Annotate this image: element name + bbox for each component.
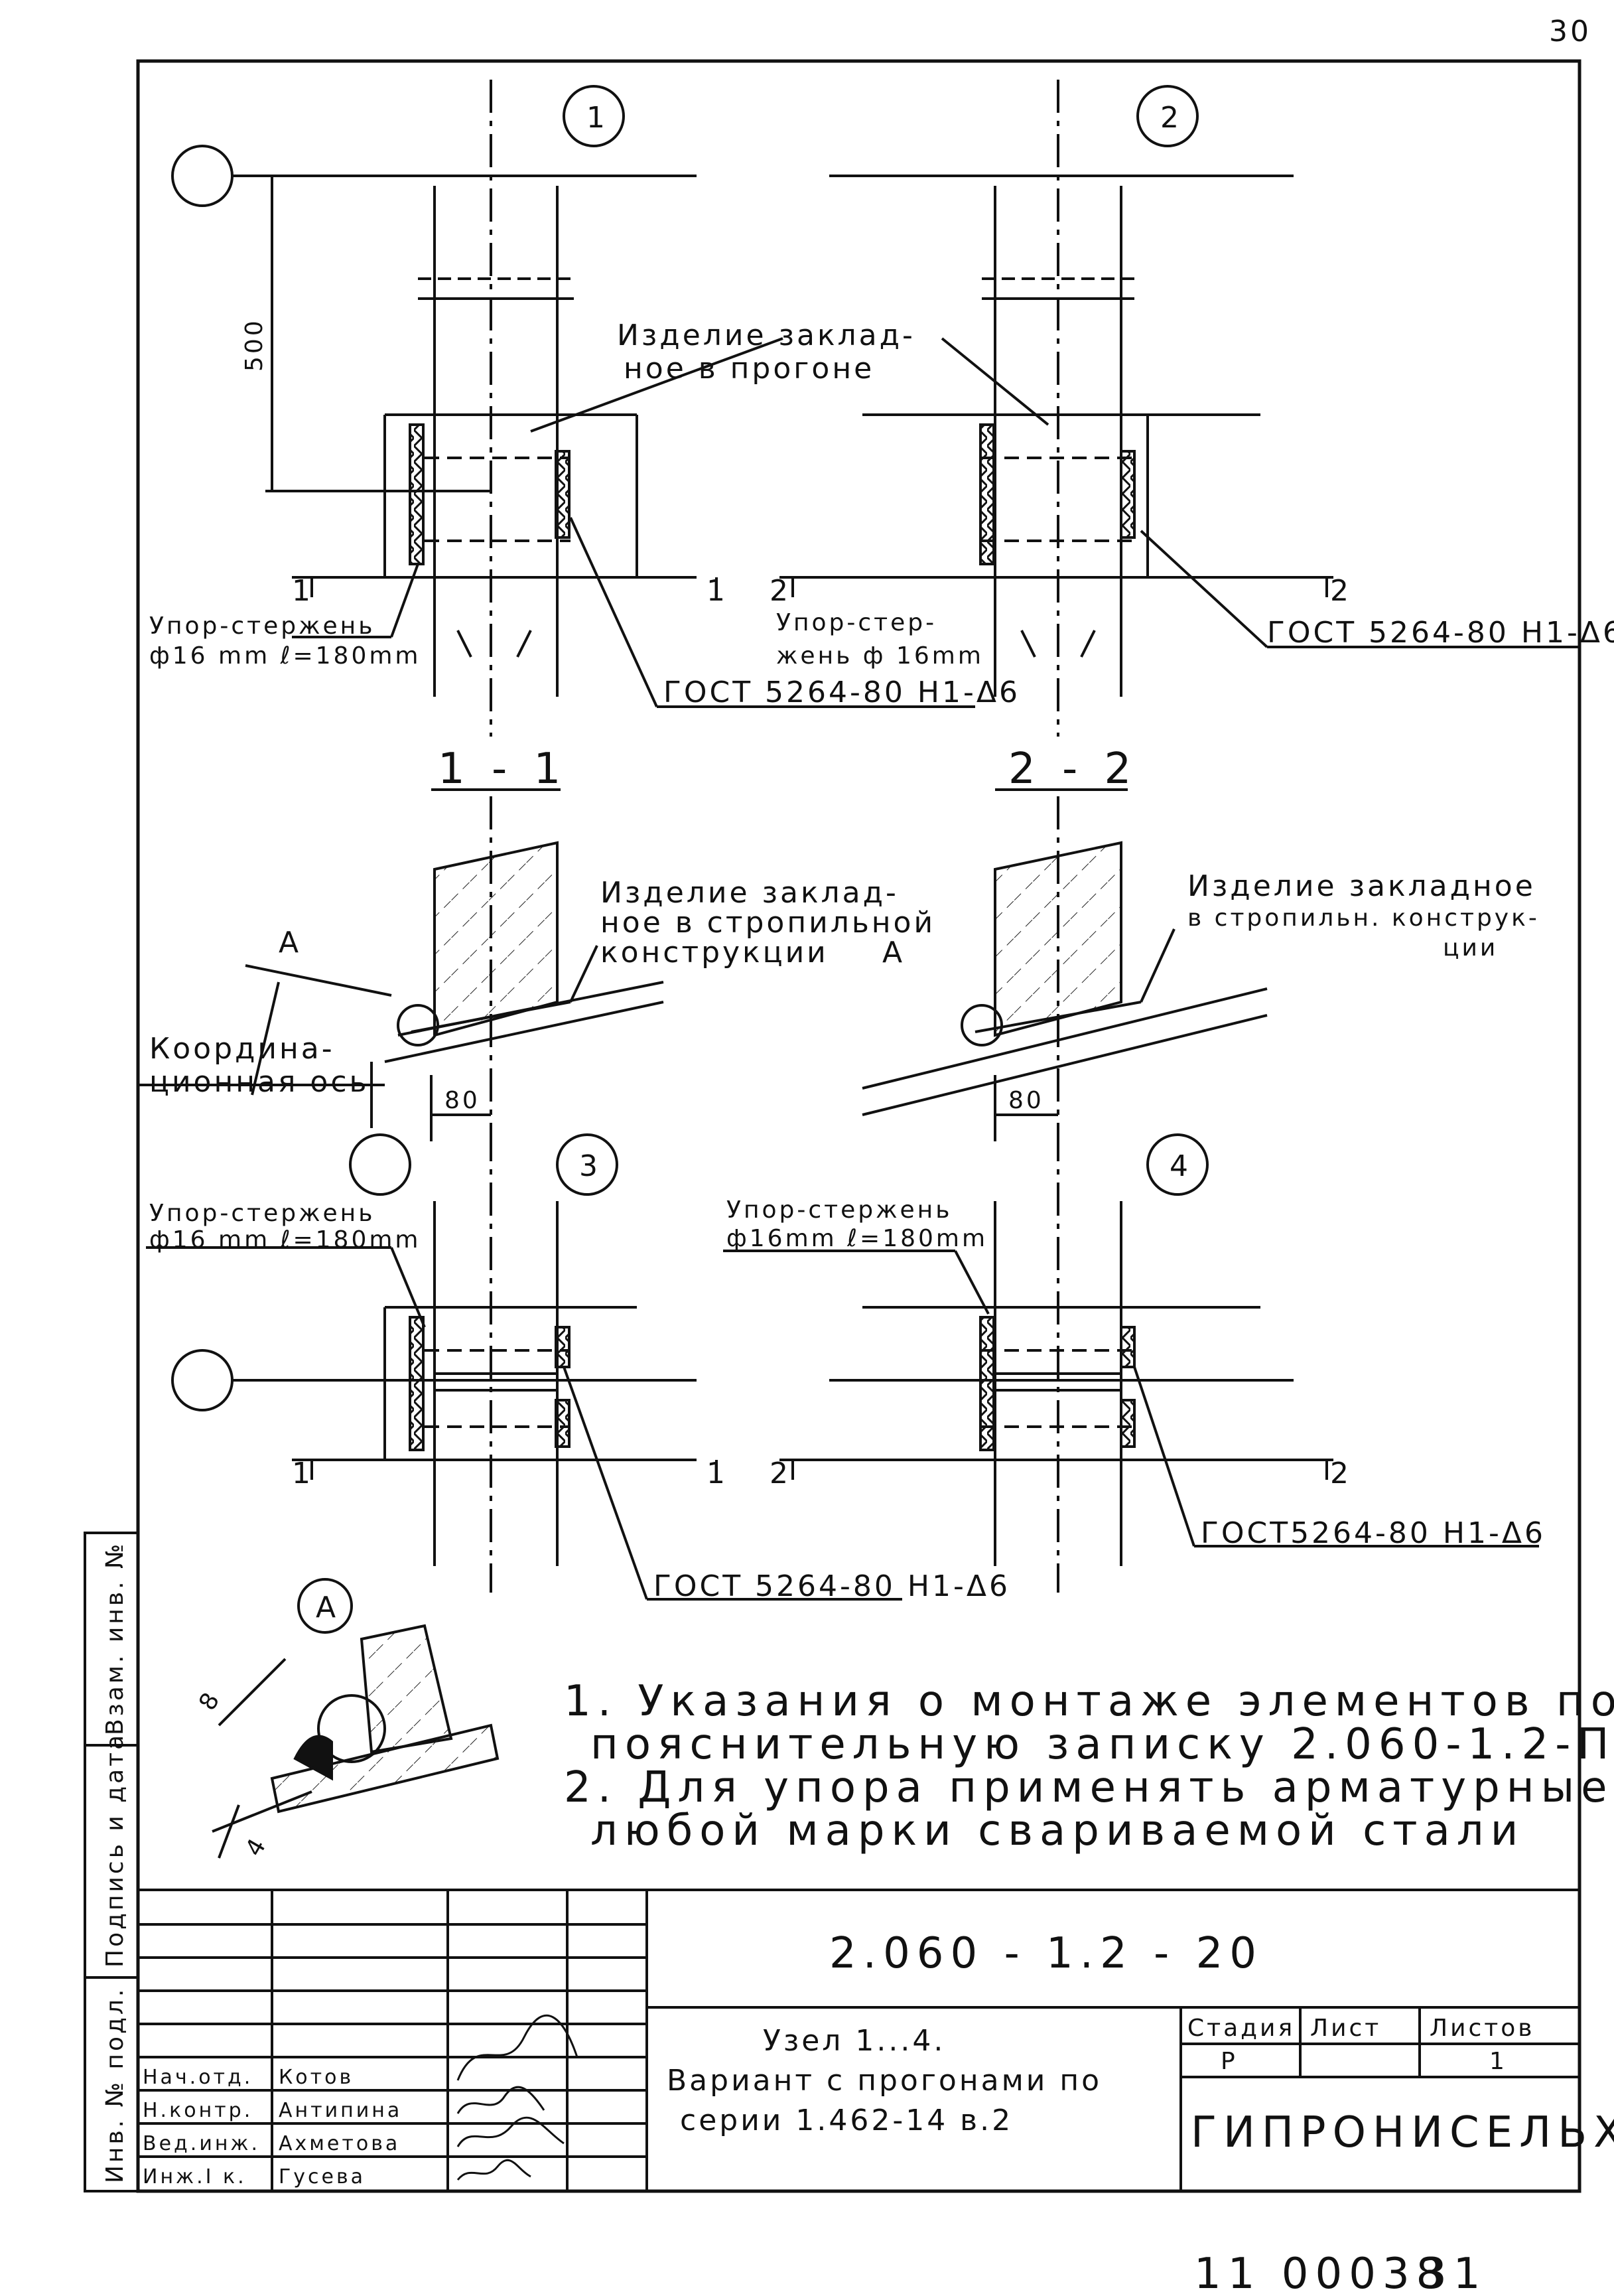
- sign-role-4: Инж.I к.: [143, 2165, 247, 2188]
- note-1-line-1: 1. Указания о монтаже элементов покрытия…: [564, 1677, 1614, 1726]
- section-1-1-embedded-2: ное в стропильной: [600, 906, 935, 940]
- node-3-stop-rod-1: Упор-стержень: [149, 1200, 375, 1227]
- section-2-2-dim-80: 80: [1008, 1087, 1044, 1114]
- node-3-gost: ГОСТ 5264-80 Н1-Δ6: [653, 1569, 1010, 1603]
- section-1-1-dim-80: 80: [444, 1087, 480, 1114]
- node-4-stop-rod-1: Упор-стержень: [726, 1196, 952, 1224]
- node-4-section-left: 2: [770, 1457, 791, 1490]
- node-3-marker: 3: [579, 1149, 600, 1183]
- note-2-line-1: 2. Для упора применять арматурные стержн…: [564, 1763, 1614, 1812]
- section-1-1-axis-2: ционная ось: [149, 1065, 369, 1099]
- node-1-stop-rod-1: Упор-стержень: [149, 612, 375, 640]
- section-2-2-embedded-2: в стропильн. конструк-: [1187, 904, 1540, 932]
- node-2-section-left: 2: [770, 574, 791, 608]
- sign-name-3: Ахметова: [279, 2132, 400, 2155]
- detail-a-dim-8: 8: [194, 1686, 226, 1715]
- handwritten-signatures: [456, 2014, 578, 2181]
- sheet-header: Лист: [1310, 2015, 1381, 2042]
- node-4-stop-rod-2: ф16mm ℓ=180mm: [726, 1225, 988, 1252]
- node-2: [779, 80, 1579, 737]
- stage-value: Р: [1221, 2048, 1238, 2075]
- node-1-marker: 1: [586, 101, 608, 135]
- node-1-section-left: 1: [292, 574, 313, 608]
- stage-header: Стадия: [1187, 2015, 1295, 2042]
- node-2-gost: ГОСТ 5264-80 Н1-Δ6: [1267, 616, 1614, 650]
- note-1-line-2: пояснительную записку 2.060-1.2-ПЗ.: [590, 1720, 1614, 1769]
- note-2-line-2: любой марки свариваемой стали: [590, 1806, 1524, 1855]
- sheet-number-top: 30: [1549, 15, 1591, 48]
- sign-name-4: Гусева: [279, 2165, 366, 2188]
- node-3: [146, 1128, 902, 1601]
- node-2-stop-rod-1: Упор-стер-: [776, 609, 937, 636]
- bottom-page: 31: [1420, 2250, 1487, 2296]
- title-block: [137, 1889, 1581, 2192]
- sign-role-2: Н.контр.: [143, 2099, 253, 2122]
- bottom-code: 11 00038: [1194, 2250, 1449, 2296]
- node-1-section-right: 1: [706, 574, 728, 608]
- section-2-2: [862, 788, 1268, 1141]
- section-2-2-embedded-1: Изделие закладное: [1187, 869, 1536, 903]
- detail-a-marker: А: [316, 1591, 338, 1624]
- node-1-dim-500: 500: [241, 318, 268, 372]
- node-1-stop-rod-2: ф16 mm ℓ=180mm: [149, 642, 421, 670]
- node-1-embedded-label-1: Изделие заклад-: [617, 319, 915, 352]
- stamp-signature-date: Подпись и дата: [101, 1733, 129, 1968]
- node-4: [723, 1128, 1539, 1593]
- sign-role-3: Вед.инж.: [143, 2132, 260, 2155]
- stamp-replace-inv: Взам. инв. №: [101, 1542, 129, 1735]
- node-4-marker: 4: [1170, 1149, 1191, 1183]
- stamp-inv-original: Инв. № подл.: [101, 1987, 129, 2183]
- sign-name-1: Котов: [279, 2066, 354, 2089]
- section-1-1: [139, 788, 664, 1141]
- section-1-1-detail-ref: А: [279, 926, 301, 960]
- node-2-stop-rod-2: жень ф 16mm: [776, 642, 984, 670]
- title-line-1: Узел 1...4.: [763, 2024, 945, 2058]
- node-1-embedded-label-2: ное в прогоне: [624, 352, 874, 386]
- section-2-2-title: 2 - 2: [1008, 745, 1138, 794]
- node-3-stop-rod-2: ф16 mm ℓ=180mm: [149, 1226, 421, 1254]
- node-4-section-right: 2: [1330, 1457, 1351, 1490]
- section-1-1-embedded-1: Изделие заклад-: [600, 876, 899, 910]
- sheets-header: Листов: [1430, 2015, 1534, 2042]
- organization: ГИПРОНИСЕЛЬХОЗ: [1191, 2108, 1614, 2157]
- title-line-2: Вариант с прогонами по: [667, 2064, 1102, 2098]
- doc-number: 2.060 - 1.2 - 20: [829, 1929, 1263, 1978]
- node-3-section-left: 1: [292, 1457, 313, 1490]
- node-2-marker: 2: [1160, 101, 1181, 135]
- side-stamp: [84, 1532, 139, 2192]
- node-3-section-right: 1: [706, 1457, 728, 1490]
- title-line-3: серии 1.462-14 в.2: [680, 2104, 1013, 2137]
- section-1-1-title: 1 - 1: [438, 745, 567, 794]
- node-1: [171, 80, 975, 737]
- detail-a-dim-4: 4: [240, 1832, 273, 1861]
- section-2-2-embedded-3: ции: [1443, 934, 1498, 962]
- node-4-gost: ГОСТ5264-80 Н1-Δ6: [1201, 1516, 1546, 1550]
- section-1-1-detail-ref-2: А: [882, 936, 905, 969]
- node-2-section-right: 2: [1330, 574, 1351, 608]
- section-1-1-embedded-3: конструкции: [600, 936, 829, 969]
- section-1-1-axis-1: Координа-: [149, 1032, 335, 1066]
- node-1-gost: ГОСТ 5264-80 Н1-Δ6: [663, 676, 1020, 709]
- sign-name-2: Антипина: [279, 2099, 402, 2122]
- detail-a: [212, 1578, 500, 1859]
- sign-role-1: Нач.отд.: [143, 2066, 253, 2089]
- sheets-value: 1: [1489, 2048, 1507, 2075]
